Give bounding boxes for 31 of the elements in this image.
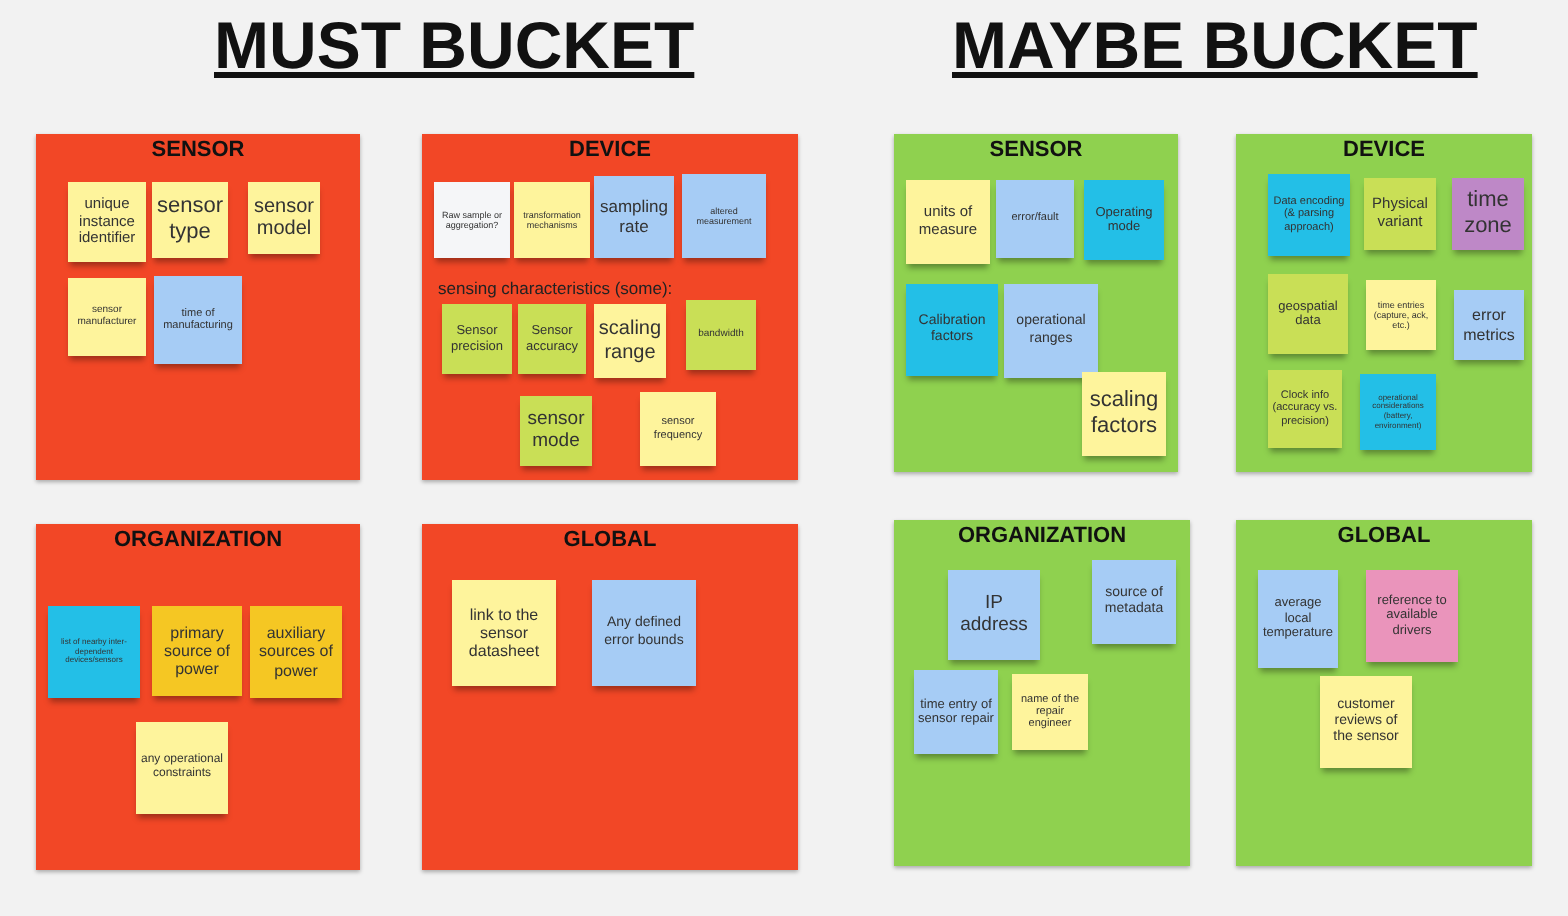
- sticky-note: auxiliary sources of power: [250, 606, 342, 698]
- sticky-note: scaling range: [594, 304, 666, 378]
- sticky-note: link to the sensor datasheet: [452, 580, 556, 686]
- board-panel: [894, 134, 1178, 472]
- board-panel: [422, 134, 798, 480]
- board-panel: [1236, 520, 1532, 866]
- sticky-note: sampling rate: [594, 176, 674, 258]
- panel-heading: ORGANIZATION: [955, 524, 1129, 548]
- sticky-note: IP address: [948, 570, 1040, 660]
- board-panel: [36, 524, 360, 870]
- panel-heading: DEVICE: [1341, 138, 1427, 162]
- sticky-note: sensor type: [152, 182, 228, 258]
- sticky-note: primary source of power: [152, 606, 242, 696]
- sticky-note: scaling factors: [1082, 372, 1166, 456]
- panel-heading: DEVICE: [567, 138, 653, 162]
- panel-heading: SENSOR: [149, 138, 247, 162]
- sticky-note: time zone: [1452, 178, 1524, 250]
- panel-heading: ORGANIZATION: [111, 528, 285, 552]
- board-panel: [36, 134, 360, 480]
- bucket-heading: MAYBE BUCKET: [952, 8, 1478, 84]
- board-panel: [894, 520, 1190, 866]
- bucket-heading: MUST BUCKET: [214, 8, 695, 84]
- sticky-note: error metrics: [1454, 290, 1524, 360]
- section-label: sensing characteristics (some):: [438, 278, 673, 298]
- panel-heading: SENSOR: [987, 138, 1085, 162]
- panel-heading: GLOBAL: [561, 528, 659, 552]
- sticky-note: sensor mode: [520, 396, 592, 466]
- board-panel: [1236, 134, 1532, 472]
- sticky-note: sensor model: [248, 182, 320, 254]
- board-panel: [422, 524, 798, 870]
- panel-heading: GLOBAL: [1335, 524, 1433, 548]
